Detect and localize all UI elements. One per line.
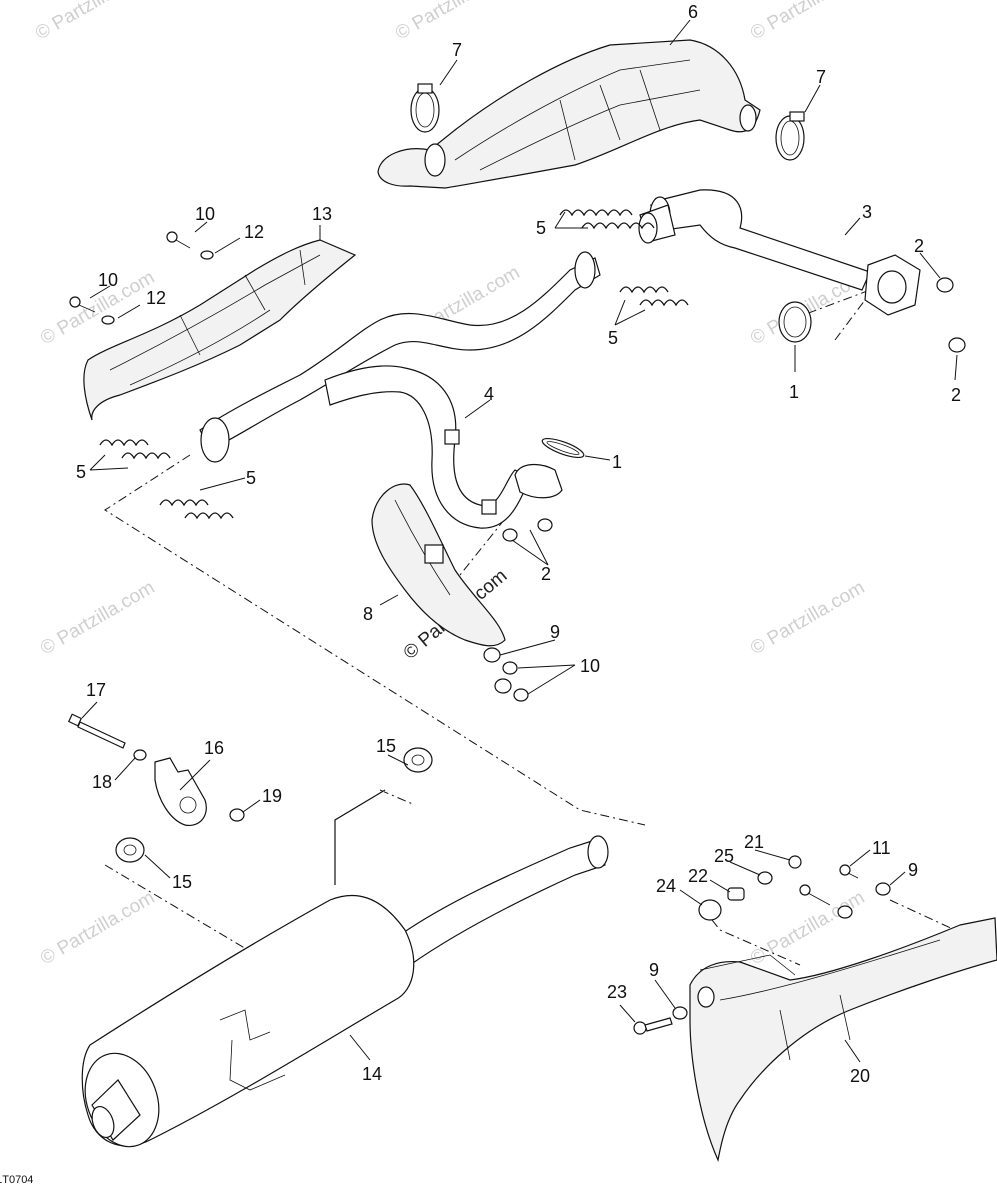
part-24-grommet — [698, 899, 722, 921]
callout-20: 20 — [850, 1066, 870, 1086]
part-2-nut — [936, 277, 954, 293]
callout-15: 15 — [376, 736, 396, 756]
callout-10: 10 — [580, 656, 600, 676]
part-13-left-heat-shield — [83, 239, 357, 421]
callout-10: 10 — [98, 270, 118, 290]
leader-lines — [81, 19, 958, 1063]
part-9-washer — [483, 647, 501, 663]
part-4-header-pipe — [199, 251, 601, 529]
part-9-washer — [494, 678, 512, 694]
part-23-bolt — [633, 1017, 673, 1035]
callout-17: 17 — [86, 680, 106, 700]
watermark: © Partzilla.com — [37, 887, 158, 969]
part-25-washer — [757, 871, 773, 885]
part-18-washer — [133, 749, 147, 761]
part-1-gasket — [778, 301, 812, 343]
callout-7: 7 — [452, 40, 462, 60]
callout-23: 23 — [607, 982, 627, 1002]
callout-15: 15 — [172, 872, 192, 892]
callout-25: 25 — [714, 846, 734, 866]
watermark: © Partzilla.com — [747, 577, 868, 659]
callout-11: 11 — [872, 838, 891, 858]
callout-18: 18 — [92, 772, 112, 792]
callout-13: 13 — [312, 204, 332, 224]
callout-24: 24 — [656, 876, 676, 896]
part-bolt — [799, 884, 831, 906]
part-7-clamp-right — [775, 111, 805, 161]
part-9-washer — [875, 882, 891, 896]
callout-1: 1 — [789, 382, 799, 402]
callout-14: 14 — [362, 1064, 382, 1084]
callout-2: 2 — [541, 564, 551, 584]
part-5-springs-left-top — [99, 439, 171, 460]
part-washer — [837, 905, 853, 919]
callout-5: 5 — [608, 328, 618, 348]
part-19-nut — [229, 808, 245, 822]
part-1-gasket — [541, 437, 585, 459]
callout-8: 8 — [363, 604, 373, 624]
part-12-washer — [101, 315, 115, 325]
callout-10: 10 — [195, 204, 215, 224]
part-8-center-heat-shield — [371, 483, 506, 647]
watermark: © Partzilla.com — [747, 887, 868, 969]
callouts: 6 7 7 10 12 13 10 12 5 3 2 5 1 2 4 1 5 5… — [76, 2, 961, 1086]
diagram-code: 21T0704 — [0, 1174, 33, 1186]
callout-2: 2 — [914, 236, 924, 256]
part-5-springs-left-bottom — [159, 499, 234, 520]
part-10-bolt — [166, 231, 191, 249]
part-2-nut — [537, 518, 553, 532]
part-6-upper-heat-shield — [377, 39, 761, 189]
callout-16: 16 — [204, 738, 224, 758]
callout-12: 12 — [146, 288, 166, 308]
callout-1: 1 — [612, 452, 622, 472]
part-15-grommet — [115, 837, 145, 863]
part-12-washer — [200, 250, 214, 260]
callout-5: 5 — [536, 218, 546, 238]
part-21-nut — [788, 855, 802, 869]
callout-22: 22 — [688, 866, 708, 886]
callout-7: 7 — [816, 67, 826, 87]
part-2-nut — [948, 337, 966, 353]
part-15-grommet — [403, 747, 433, 773]
callout-4: 4 — [484, 384, 494, 404]
part-2-nut — [502, 528, 518, 542]
callout-9: 9 — [550, 622, 560, 642]
callout-5: 5 — [76, 462, 86, 482]
part-22-spacer — [727, 887, 745, 901]
part-3-rear-pipe — [638, 189, 921, 316]
part-10-bolt — [69, 296, 96, 313]
part-14-muffler — [81, 789, 609, 1148]
callout-21: 21 — [744, 832, 764, 852]
callout-5: 5 — [246, 468, 256, 488]
part-11-bolt — [839, 864, 859, 879]
part-20-rear-heat-shield — [689, 917, 997, 1162]
watermark: © Partzilla.com — [37, 577, 158, 659]
part-5-springs-right — [619, 286, 689, 307]
part-9-washer — [672, 1006, 688, 1020]
callout-9: 9 — [908, 860, 918, 880]
watermark: © Partzilla.com — [32, 0, 153, 44]
callout-3: 3 — [862, 202, 872, 222]
callout-12: 12 — [244, 222, 264, 242]
watermark: © Partzilla.com — [747, 0, 868, 44]
part-16-bracket — [154, 757, 207, 827]
exhaust-flange — [514, 464, 563, 499]
part-5-springs-top — [559, 209, 655, 230]
callout-9: 9 — [649, 960, 659, 980]
part-7-clamp-left — [410, 83, 440, 133]
part-17-bolt — [67, 713, 126, 749]
callout-19: 19 — [262, 786, 282, 806]
watermark: © Partzilla.com — [392, 0, 513, 44]
part-10-nut — [513, 688, 529, 702]
callout-6: 6 — [688, 2, 698, 22]
part-10-nut — [502, 661, 518, 675]
callout-2: 2 — [951, 385, 961, 405]
